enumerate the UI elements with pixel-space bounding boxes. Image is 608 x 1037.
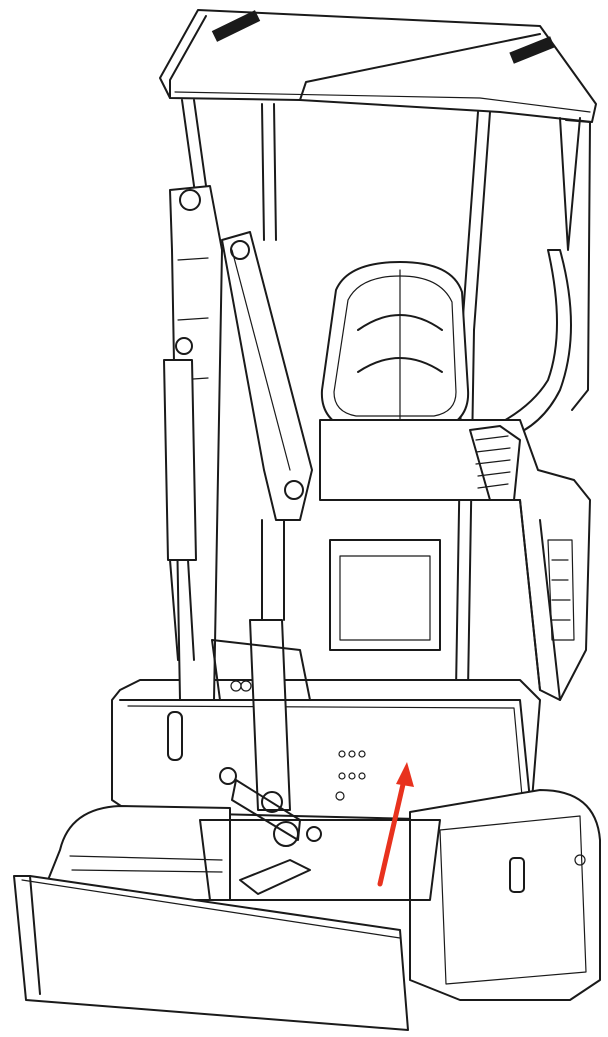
lower-body: [111, 679, 541, 821]
canopy-roof: [159, 9, 597, 123]
undercarriage-center: [199, 819, 441, 901]
operator-seat: [320, 261, 470, 431]
upper-body: [319, 419, 591, 701]
indicator-arrow: [377, 762, 414, 887]
boom-arm: [163, 185, 313, 841]
canopy-logo-left: [211, 10, 261, 42]
track-left: [39, 805, 231, 901]
track-right: [409, 789, 601, 1001]
dozer-blade: [13, 875, 409, 1031]
canopy-logo-right: [509, 36, 555, 64]
bolt-holes: [335, 750, 366, 801]
